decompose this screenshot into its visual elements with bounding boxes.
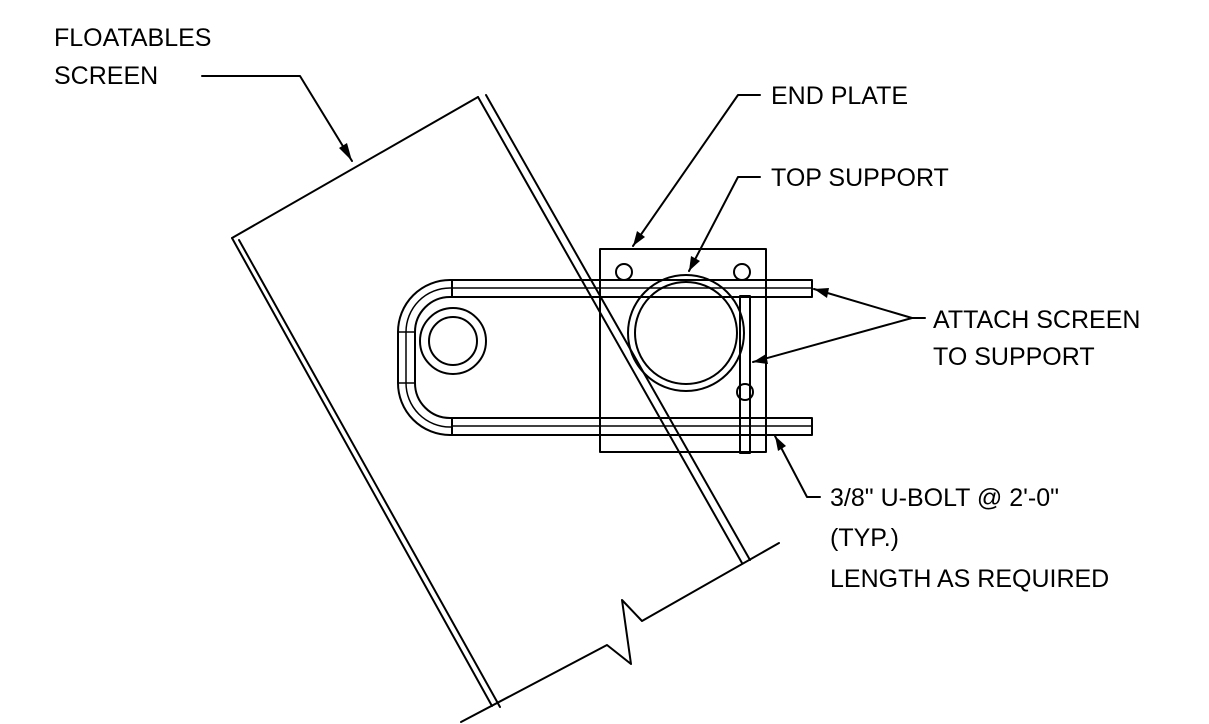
u-bolt-label-line3: LENGTH AS REQUIRED — [830, 565, 1109, 593]
labels: FLOATABLES SCREEN END PLATE TOP SUPPORT … — [54, 24, 1140, 593]
attach-screen-label-line1: ATTACH SCREEN — [933, 306, 1140, 334]
end-plate — [599, 248, 767, 453]
floatables-screen — [231, 94, 751, 708]
u-bolt-label-line2: (TYP.) — [830, 524, 899, 552]
top-support — [397, 279, 813, 436]
end-plate-label: END PLATE — [771, 82, 908, 110]
large-pipe — [627, 274, 745, 392]
floatables-label-line1: FLOATABLES — [54, 24, 211, 52]
floatables-label-line2: SCREEN — [54, 62, 158, 90]
leaders — [201, 75, 926, 498]
u-bolt-label-line1: 3/8" U-BOLT @ 2'-0" — [830, 484, 1059, 512]
small-pipe — [419, 307, 487, 375]
break-line — [460, 542, 780, 723]
attach-screen-label-line2: TO SUPPORT — [933, 343, 1095, 371]
u-bolt — [739, 295, 751, 454]
top-support-label: TOP SUPPORT — [771, 164, 949, 192]
